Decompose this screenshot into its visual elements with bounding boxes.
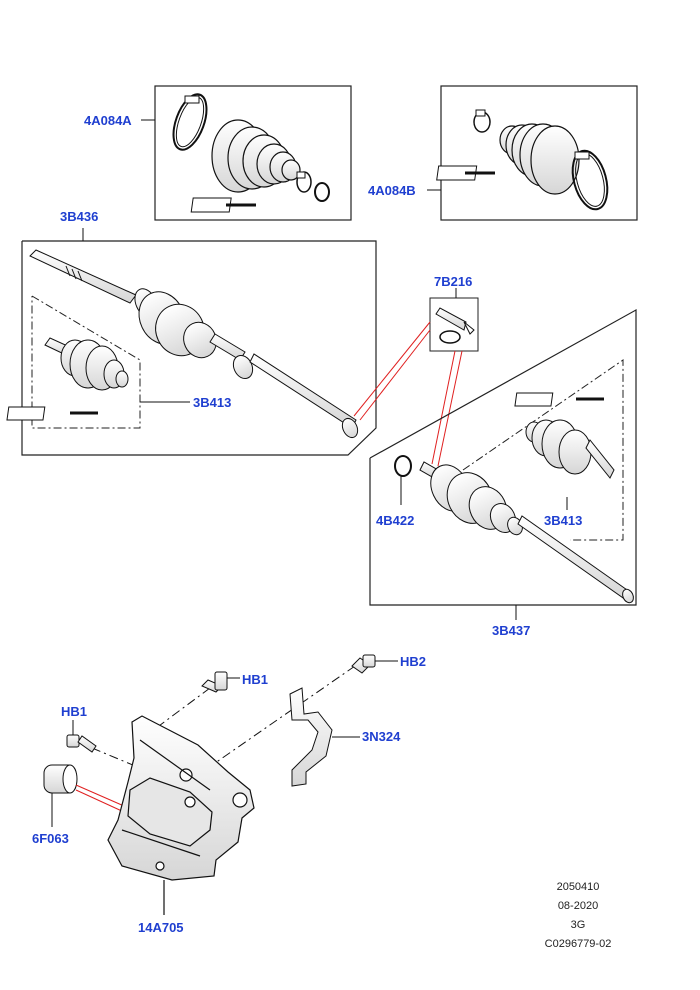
callout-3B436: 3B436 — [60, 209, 98, 224]
grease-tube-7B216-box — [429, 288, 479, 352]
drawing-number: 2050410 — [556, 881, 600, 893]
grease-sachet-a — [190, 197, 256, 213]
boot-bellows-b — [499, 123, 580, 195]
cv-joint-3B413-right — [525, 419, 615, 479]
boot-kit-a-box — [154, 85, 352, 221]
callout-4A084B: 4A084B — [368, 183, 416, 198]
bolt-HB1-top — [201, 671, 240, 693]
bracket-3N324 — [289, 687, 360, 787]
callout-6F063: 6F063 — [32, 831, 69, 846]
grease-sachet-b — [436, 165, 495, 181]
bushing-leader-lines — [75, 784, 125, 813]
bearing-housing-14A705 — [107, 715, 255, 915]
callout-3B437: 3B437 — [492, 623, 530, 638]
callout-14A705: 14A705 — [138, 920, 184, 935]
bolt-HB2 — [351, 654, 398, 674]
callout-3N324: 3N324 — [362, 729, 401, 744]
grease-sachet-right — [514, 392, 604, 407]
driveshaft-3B437-box — [369, 308, 637, 620]
callout-HB2: HB2 — [400, 654, 426, 669]
callout-HB1-left: HB1 — [61, 704, 87, 719]
callout-3B413-left: 3B413 — [193, 395, 231, 410]
cv-joint-3B413-left — [44, 337, 129, 391]
callout-7B216: 7B216 — [434, 274, 472, 289]
callout-4A084A: 4A084A — [84, 113, 132, 128]
callout-3B413-right: 3B413 — [544, 513, 582, 528]
bushing-6F063 — [43, 764, 78, 827]
callout-4B422: 4B422 — [376, 513, 414, 528]
driveshaft-3B437 — [419, 461, 634, 604]
grease-leader-lines — [353, 321, 463, 467]
drawing-date: 08-2020 — [557, 900, 599, 912]
driveshaft-3B436 — [29, 249, 359, 439]
callout-HB1-top: HB1 — [242, 672, 268, 687]
bolt-HB1-left — [66, 720, 97, 753]
grease-sachet-left — [6, 406, 98, 421]
drawing-reference-block: 2050410 08-2020 3G C0296779-02 — [518, 878, 638, 954]
boot-kit-b-box — [436, 85, 638, 221]
illustration-id: C0296779-02 — [544, 938, 612, 950]
drawing-group: 3G — [570, 919, 586, 931]
boot-bellows-a — [211, 119, 301, 193]
driveshaft-3B436-box — [6, 228, 377, 456]
